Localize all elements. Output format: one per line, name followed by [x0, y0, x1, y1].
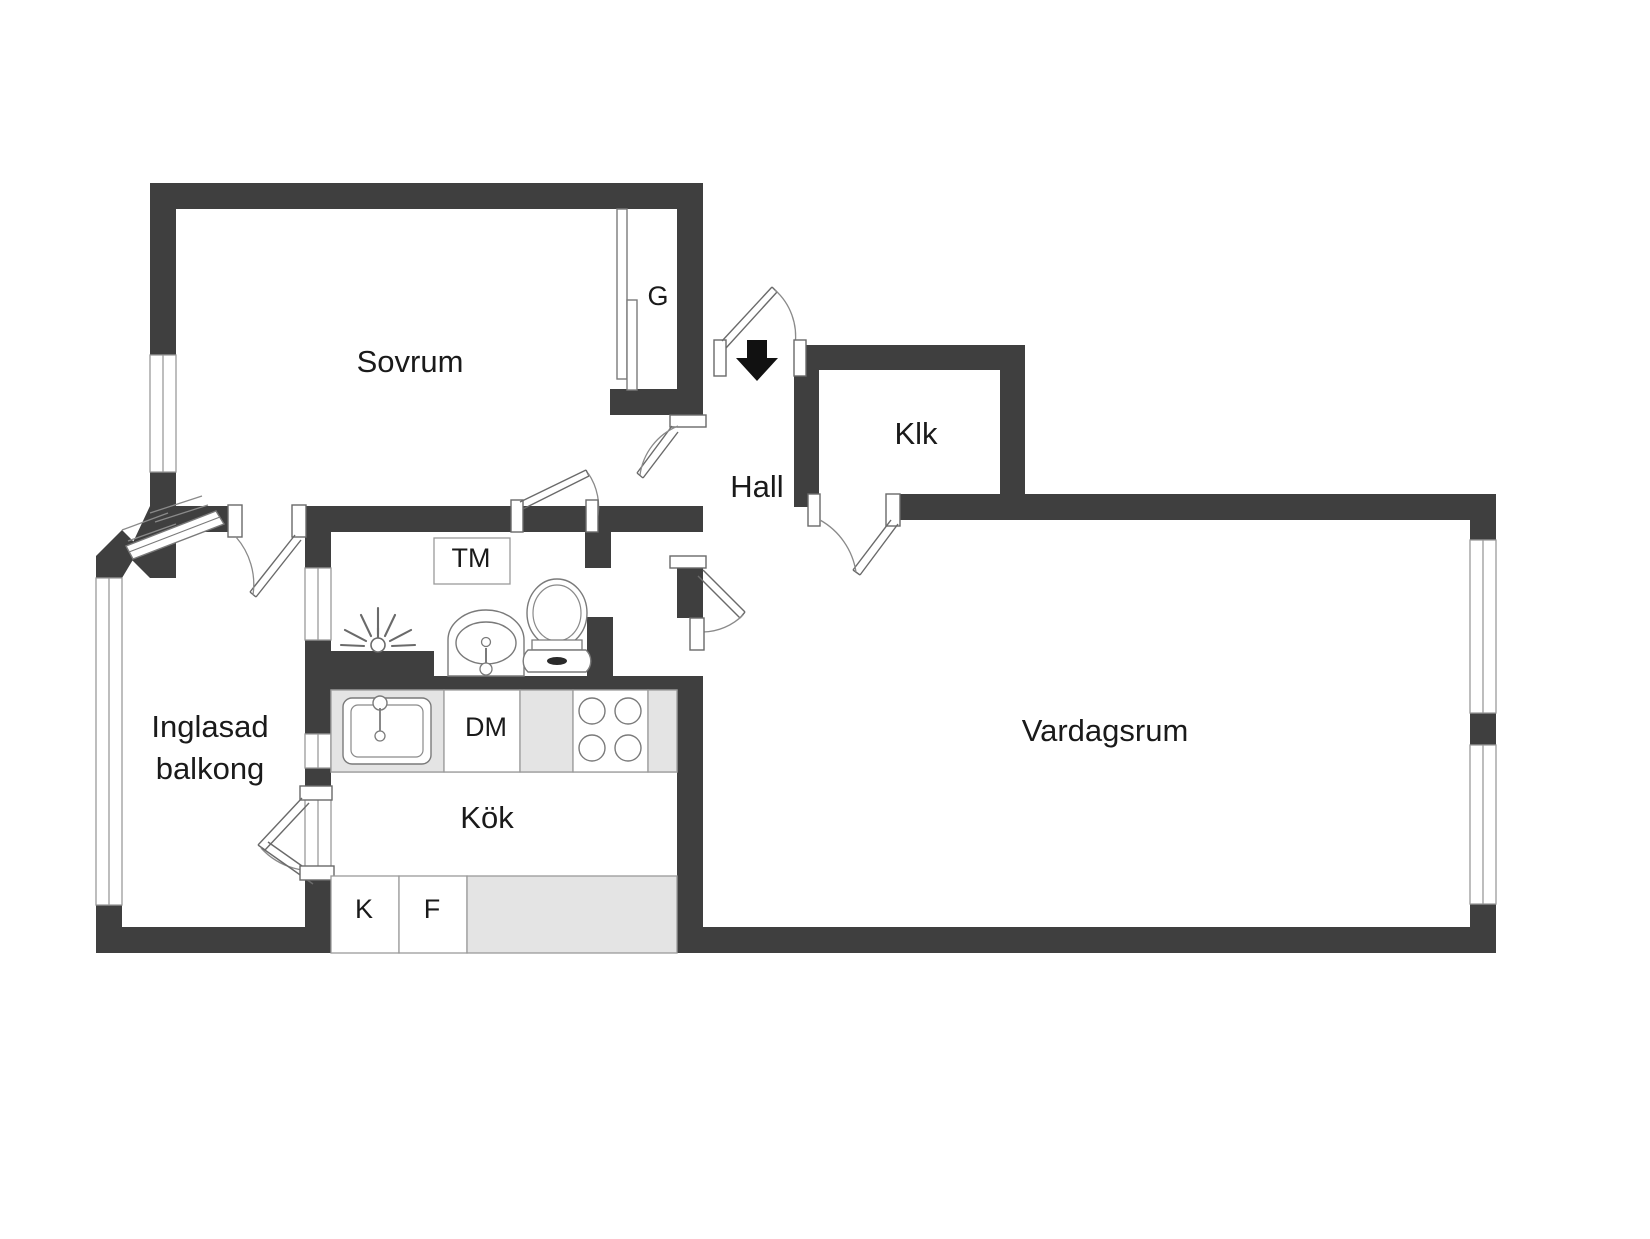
- washing-machine-module: [433, 537, 511, 585]
- shower-head-icon: [339, 606, 417, 653]
- entrance-arrow: [736, 340, 778, 381]
- wall-bedroom-left-upper: [150, 183, 176, 355]
- door-balcony-bedroom: [227, 504, 307, 598]
- wall-right-middle-pier: [1470, 713, 1496, 745]
- wall-right-top: [1470, 494, 1496, 540]
- kitchen-sink: [342, 695, 432, 765]
- label-balkong-line1: Inglasad: [151, 709, 268, 744]
- window-living-right-lower: [1469, 744, 1497, 905]
- wall-bedroom-right-upper: [677, 183, 703, 415]
- label-balkong-line2: balkong: [156, 751, 265, 786]
- label-f-freezer: F: [424, 894, 441, 924]
- wall-bath-right-stub: [587, 617, 613, 677]
- washbasin-icon: [447, 609, 525, 677]
- label-k-fridge: K: [355, 894, 373, 924]
- window-balcony-left: [95, 577, 123, 906]
- kitchen-counter-upper: [330, 689, 678, 773]
- bathroom-fixtures: [339, 537, 592, 677]
- wall-bedroom-bottom-right: [305, 506, 627, 532]
- wall-kitchen-left-lower: [305, 869, 331, 953]
- window-kitchen-lower: [304, 733, 332, 769]
- window-bedroom-left: [149, 354, 177, 473]
- window-kitchen-upper: [304, 567, 332, 641]
- door-balcony-kitchen: [257, 785, 335, 885]
- counter-blank-3: [466, 875, 678, 954]
- label-sovrum: Sovrum: [357, 344, 464, 379]
- counter-blank-1: [519, 689, 574, 773]
- label-vardagsrum: Vardagsrum: [1022, 713, 1189, 748]
- windows-group: [95, 354, 1497, 906]
- kitchen-counter-lower: [330, 875, 678, 954]
- door-bedroom: [636, 414, 707, 479]
- toilet-icon: [522, 578, 592, 673]
- wall-balcony-left-bottom: [96, 905, 122, 953]
- doors-group: [121, 286, 901, 885]
- door-klk: [807, 493, 901, 576]
- closet-g-partition: [616, 208, 638, 391]
- label-g-closet: G: [647, 281, 668, 311]
- door-balcony-corner-glazing: [121, 495, 226, 560]
- fridge-module: [330, 875, 400, 954]
- appliance-labels-group: G TM DM K F: [355, 281, 669, 924]
- counter-blank-2: [647, 689, 678, 773]
- wall-living-top: [1000, 494, 1496, 520]
- room-labels-group: Sovrum Hall Klk Vardagsrum Kök Inglasad …: [151, 344, 1188, 835]
- wall-bedroom-top: [150, 183, 703, 209]
- window-kitchen-lower2: [304, 795, 332, 870]
- wall-g-closet-bottom: [610, 389, 703, 415]
- door-entrance: [713, 286, 807, 377]
- dishwasher-module: [443, 689, 521, 773]
- wall-klk-right: [1000, 345, 1025, 502]
- wall-kitchen-left-upper: [305, 686, 331, 734]
- wall-kitchen-living-divider: [677, 676, 703, 953]
- label-hall: Hall: [730, 469, 783, 504]
- door-bathroom-bedroom: [510, 469, 600, 533]
- stove-hob: [578, 697, 642, 762]
- label-tm: TM: [452, 543, 491, 573]
- wall-klk-top: [794, 345, 1025, 370]
- label-klk: Klk: [894, 416, 938, 451]
- wall-balcony-top-corner: [96, 530, 140, 578]
- walls-group: [96, 183, 1496, 953]
- label-dm: DM: [465, 712, 507, 742]
- wall-bath-left-upper: [305, 506, 331, 568]
- wall-hall-left-lower: [677, 568, 703, 618]
- wall-right-bottom: [1470, 904, 1496, 953]
- label-kok: Kök: [460, 800, 514, 835]
- window-living-right-upper: [1469, 539, 1497, 714]
- door-bathroom-hall: [669, 555, 746, 651]
